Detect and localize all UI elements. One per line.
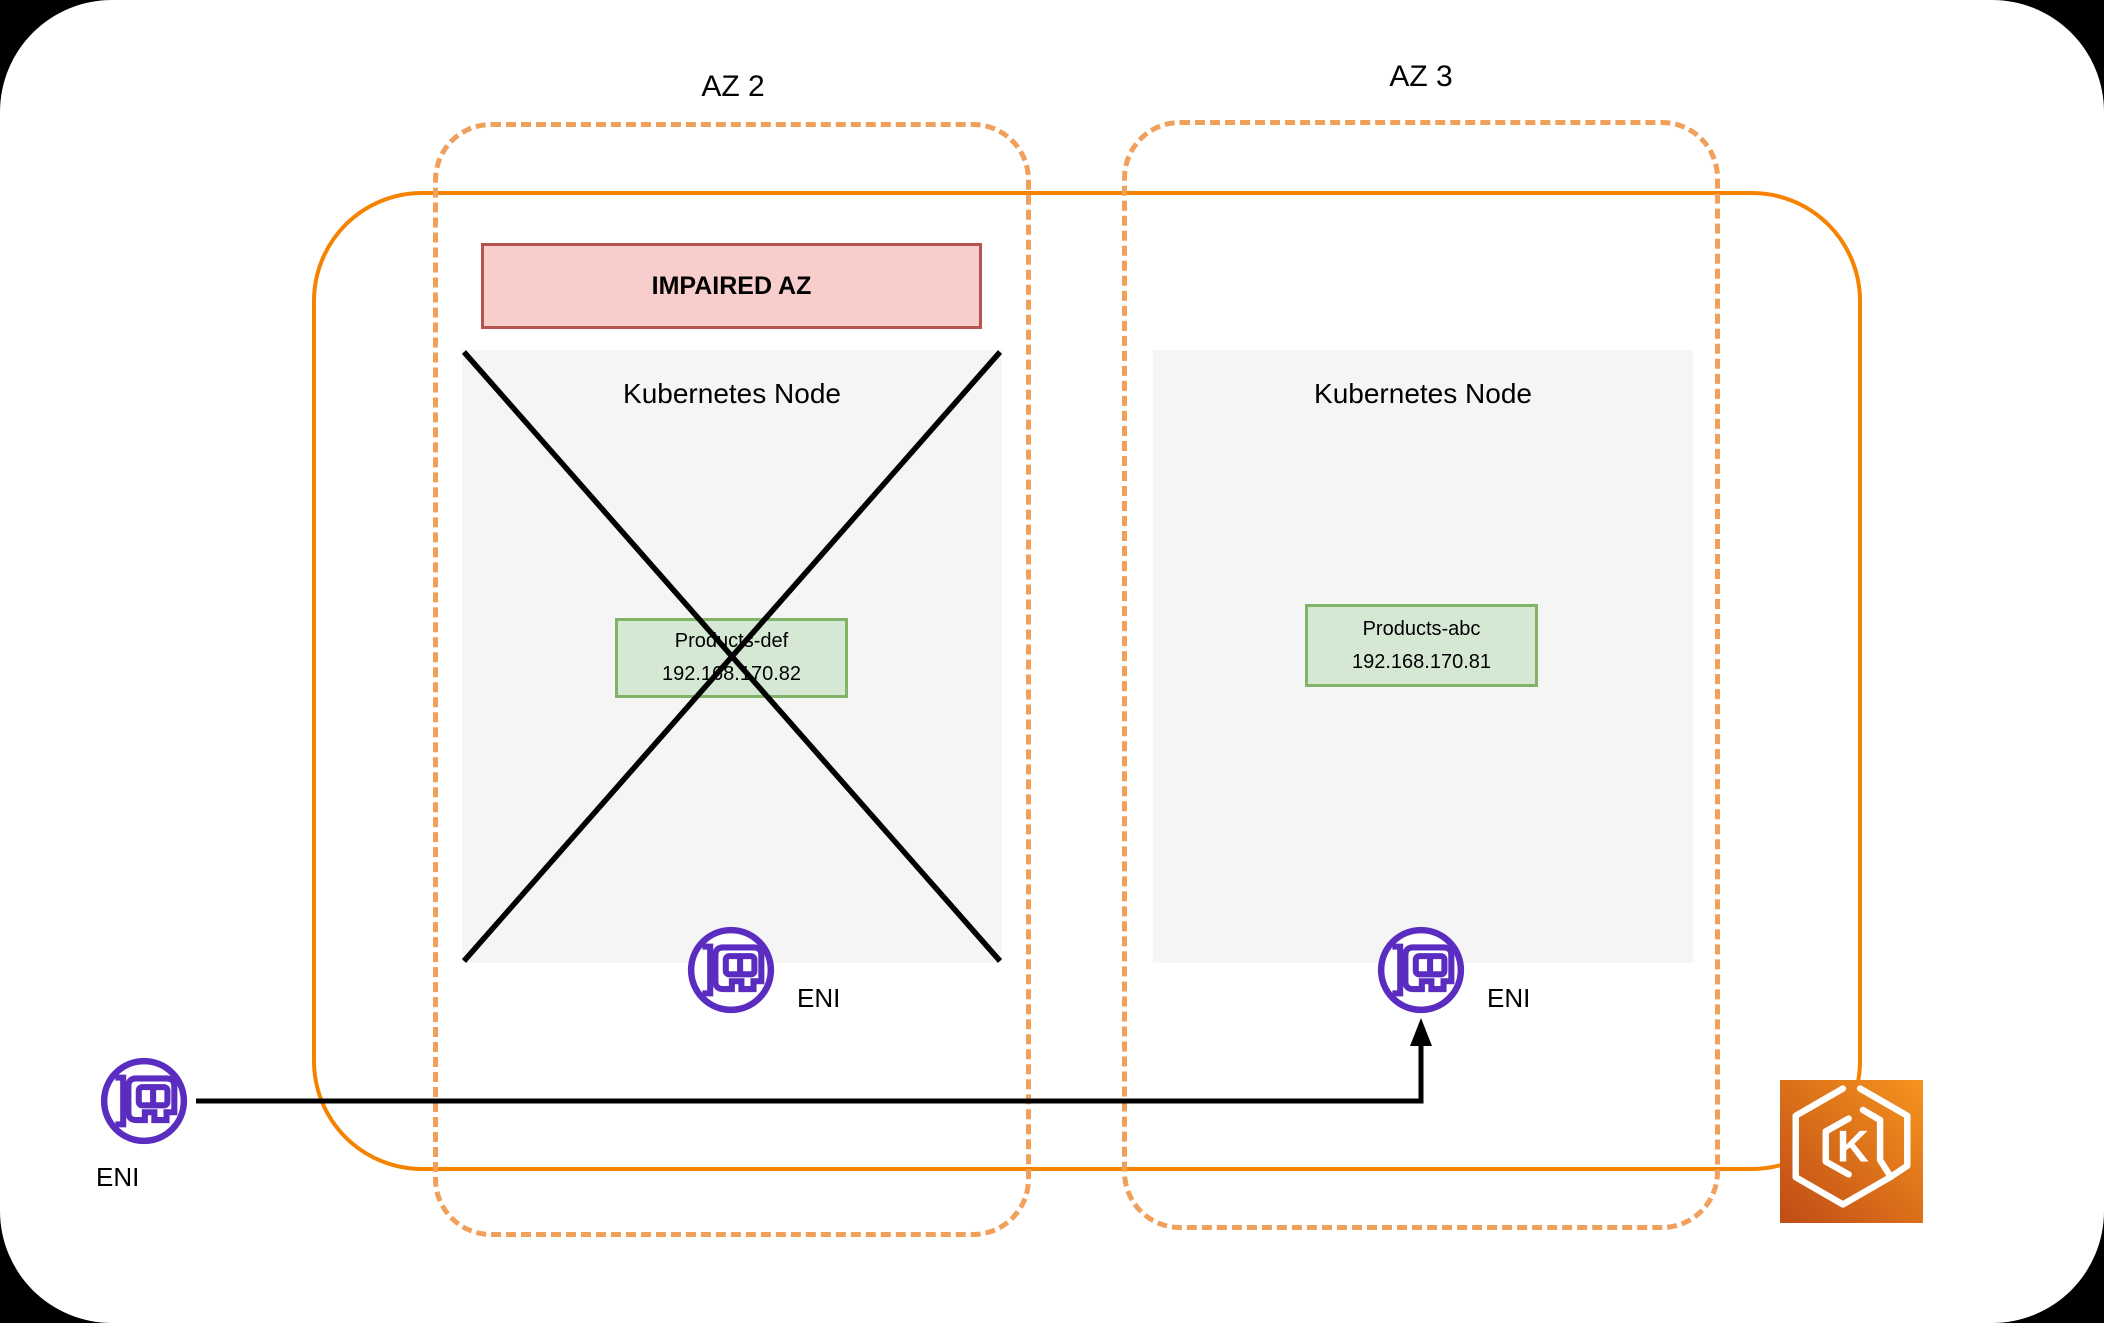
- az2-label: AZ 2: [701, 70, 765, 103]
- az3-region: [1122, 120, 1720, 1230]
- eks-letter: K: [1837, 1123, 1869, 1172]
- pod-name: Products-abc: [1362, 617, 1481, 640]
- pod-box-products-def: Products-def 192.168.170.82: [615, 618, 848, 698]
- node-right-title: Kubernetes Node: [1314, 378, 1532, 409]
- impaired-az-banner: IMPAIRED AZ: [481, 243, 982, 329]
- eni-icon: [679, 918, 783, 1022]
- eni-label: ENI: [96, 1162, 140, 1192]
- pod-name: Products-def: [674, 630, 789, 652]
- eni-icon: [1369, 918, 1473, 1022]
- impaired-az-banner-label: IMPAIRED AZ: [651, 271, 812, 300]
- pod-box-products-abc: Products-abc 192.168.170.81: [1305, 604, 1538, 687]
- pod-ip: 192.168.170.82: [661, 663, 802, 685]
- eks-icon: K: [1780, 1080, 1923, 1223]
- az3-label: AZ 3: [1389, 60, 1453, 93]
- eni-label: ENI: [1487, 983, 1531, 1013]
- eni-icon: [92, 1049, 196, 1153]
- pod-ip: 192.168.170.81: [1351, 650, 1492, 673]
- az2-region: [433, 122, 1031, 1237]
- node-left-title: Kubernetes Node: [623, 378, 841, 409]
- cluster-boundary: [312, 191, 1862, 1171]
- eni-label: ENI: [797, 983, 841, 1013]
